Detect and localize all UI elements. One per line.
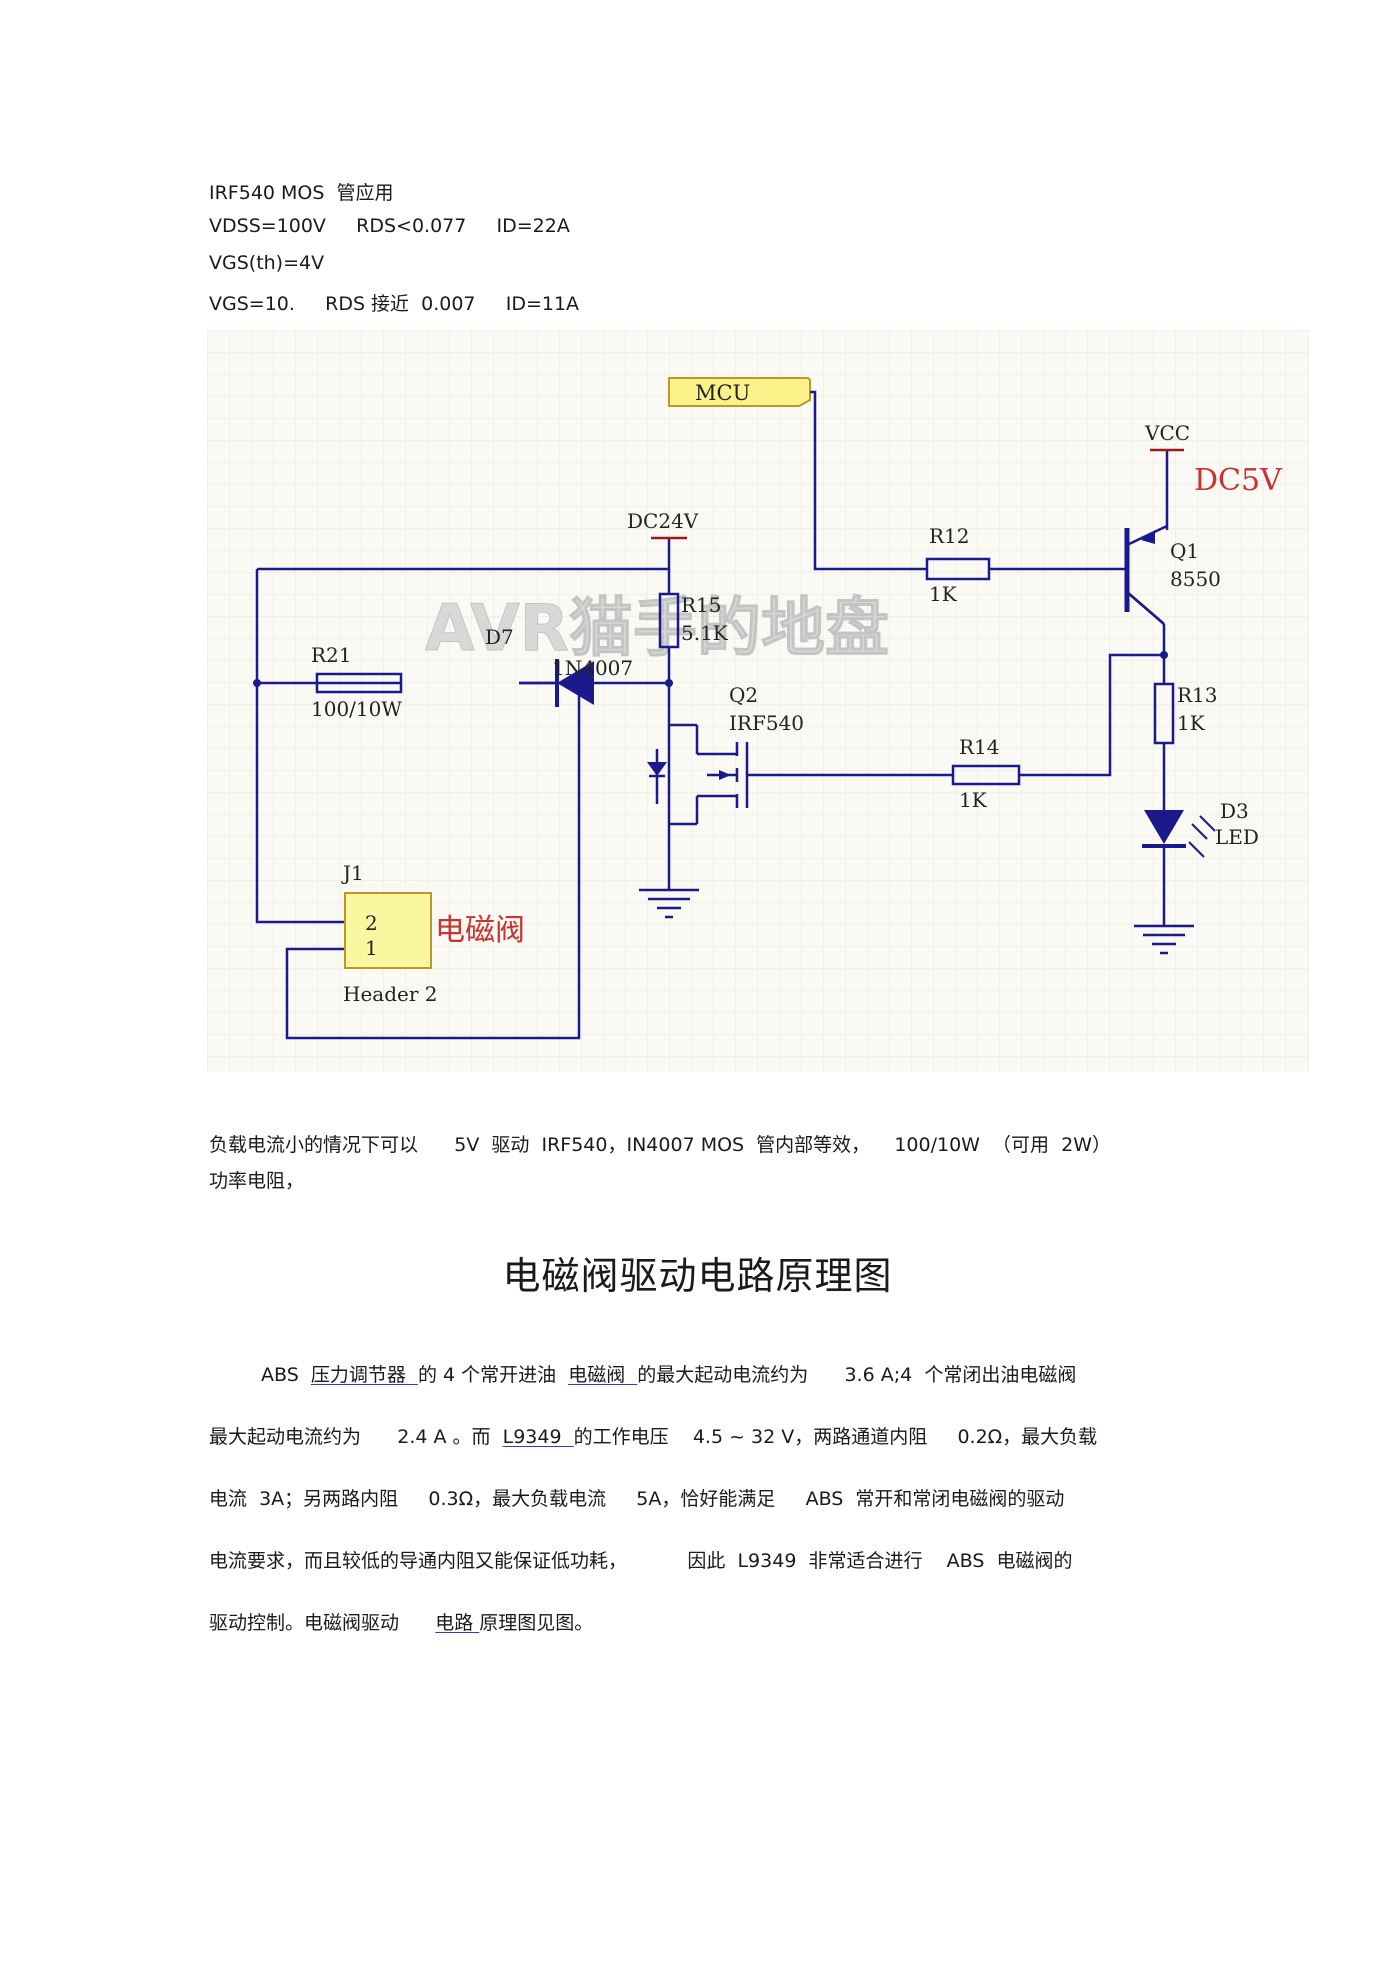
resistor-r15 <box>658 592 680 649</box>
spec-line-4: VGS=10. RDS 接近 0.007 ID=11A <box>209 293 580 315</box>
page-heading: 电磁阀驱动电路原理图 <box>502 1254 893 1298</box>
link-l9349[interactable]: L9349 <box>502 1426 574 1448</box>
link-pressure-regulator[interactable]: 压力调节器 <box>310 1364 418 1386</box>
text: 的 4 个常开进油 <box>417 1364 569 1386</box>
vcc-label: VCC <box>1144 421 1190 445</box>
spec-line-1: IRF540 MOS 管应用 <box>209 182 394 204</box>
r13-label: R13 <box>1177 683 1218 707</box>
note-line-2: 功率电阻， <box>209 1170 305 1192</box>
r21-value: 100/10W <box>311 697 402 721</box>
link-circuit[interactable]: 电路 <box>435 1612 480 1634</box>
body-line-5: 驱动控制。电磁阀驱动 电路 原理图见图。 <box>209 1608 593 1635</box>
resistor-r14 <box>951 764 1021 786</box>
text: 的最大起动电流约为 3.6 A;4 个常闭出油电磁阀 <box>637 1364 1077 1386</box>
r12-value: 1K <box>929 582 958 606</box>
diode-d7 <box>519 659 594 707</box>
r15-value: 5.1K <box>681 621 729 645</box>
r21-label: R21 <box>311 643 352 667</box>
circuit-schematic: AVR猫手的地盘 MCU <box>207 330 1309 1072</box>
mcu-port: MCU <box>668 377 811 407</box>
link-solenoid-valve[interactable]: 电磁阀 <box>568 1364 638 1386</box>
d3-label: D3 <box>1220 799 1249 823</box>
body-line-2: 最大起动电流约为 2.4 A 。而 L9349 的工作电压 4.5 ~ 32 V… <box>209 1422 1097 1449</box>
text: 驱动控制。电磁阀驱动 <box>209 1612 436 1634</box>
mosfet-q2 <box>649 742 749 808</box>
resistor-r12 <box>925 557 991 581</box>
led-d3 <box>1142 810 1216 858</box>
body-line-4: 电流要求，而且较低的导通内阻又能保证低功耗， 因此 L9349 非常适合进行 A… <box>209 1550 1073 1572</box>
transistor-q1 <box>1087 524 1168 625</box>
resistor-r21 <box>315 672 403 694</box>
q1-value: 8550 <box>1170 567 1221 591</box>
spec-line-3: VGS(th)=4V <box>209 252 325 274</box>
r12-label: R12 <box>929 524 970 548</box>
resistor-r13 <box>1153 682 1175 745</box>
watermark: AVR猫手的地盘 <box>425 592 889 666</box>
text: ABS <box>261 1364 311 1386</box>
r14-label: R14 <box>959 735 1000 759</box>
text: 的工作电压 4.5 ~ 32 V，两路通道内阻 0.2Ω，最大负载 <box>573 1426 1098 1448</box>
solenoid-label: 电磁阀 <box>435 913 525 948</box>
connector-j1 <box>344 892 432 969</box>
ground-q2 <box>639 860 699 919</box>
text: 最大起动电流约为 2.4 A 。而 <box>209 1426 503 1448</box>
note-line-1: 负载电流小的情况下可以 5V 驱动 IRF540，IN4007 MOS 管内部等… <box>209 1134 1112 1156</box>
q1-label: Q1 <box>1170 539 1199 563</box>
j1-label: J1 <box>341 861 364 885</box>
r15-label: R15 <box>681 593 722 617</box>
r13-value: 1K <box>1177 711 1206 735</box>
r14-value: 1K <box>959 788 988 812</box>
j1-pin2: 2 <box>365 911 378 935</box>
text: 原理图见图。 <box>479 1612 594 1634</box>
dc5v-label: DC5V <box>1194 463 1283 498</box>
dc24v-label: DC24V <box>627 509 699 533</box>
body-line-1: ABS 压力调节器 的 4 个常开进油 电磁阀 的最大起动电流约为 3.6 A;… <box>209 1360 1076 1387</box>
svg-text:MCU: MCU <box>695 381 750 405</box>
d7-label: D7 <box>485 625 514 649</box>
j1-value: Header 2 <box>343 982 437 1006</box>
j1-pin1: 1 <box>365 936 378 960</box>
ground-led <box>1134 924 1194 955</box>
body-line-3: 电流 3A；另两路内阻 0.3Ω，最大负载电流 5A，恰好能满足 ABS 常开和… <box>209 1488 1065 1510</box>
q2-label: Q2 <box>729 683 758 707</box>
spec-line-2: VDSS=100V RDS<0.077 ID=22A <box>209 215 570 237</box>
q2-value: IRF540 <box>729 711 804 735</box>
d7-value: 1N4007 <box>552 656 633 680</box>
d3-value: LED <box>1215 825 1259 849</box>
